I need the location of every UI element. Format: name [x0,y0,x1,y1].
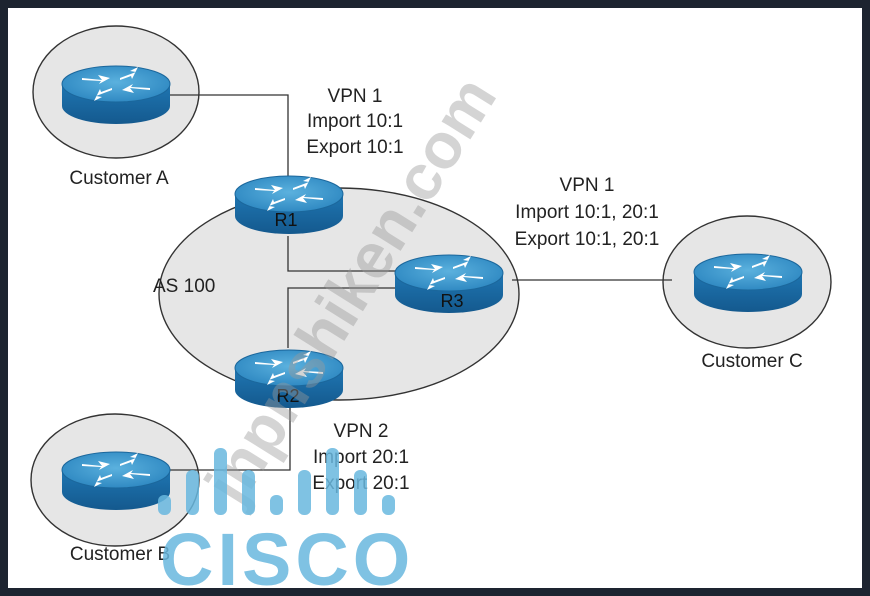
vpn-r2-line-1: VPN 2 [334,421,389,442]
diagram-canvas: R1 R3 R2 Customer A Customer B Customer … [8,8,862,588]
vpn-r3-line-2: Import 10:1, 20:1 [515,202,659,223]
link-customer-a-r1 [168,94,289,178]
link-r1-r3 [287,236,400,272]
as-label: AS 100 [153,276,215,297]
router-r2-label: R2 [276,386,299,406]
router-r3-label: R3 [440,291,463,311]
link-r3-r2 [287,287,400,348]
vpn-block-r3: VPN 1 Import 10:1, 20:1 Export 10:1, 20:… [515,175,660,250]
vpn-r3-line-1: VPN 1 [560,175,615,196]
network-diagram: R1 R3 R2 Customer A Customer B Customer … [30,25,832,588]
router-r1-label: R1 [274,210,297,230]
link-r2-customer-b [170,403,291,471]
customer-b-label: Customer B [70,544,170,565]
customer-c-label: Customer C [701,351,802,372]
customer-a-label: Customer A [69,168,169,189]
vpn-block-r1: VPN 1 Import 10:1 Export 10:1 [306,86,403,158]
cisco-logo-bars [158,448,395,515]
vpn-r3-line-3: Export 10:1, 20:1 [515,229,660,250]
vpn-r1-line-1: VPN 1 [328,86,383,107]
vpn-r1-line-2: Import 10:1 [307,111,403,132]
customer-a-router-icon [61,65,171,125]
vpn-r1-line-3: Export 10:1 [306,137,403,158]
cisco-logo-text: CISCO [160,518,414,588]
customer-c-router-icon [693,253,803,313]
customer-b-router-icon [61,451,171,511]
links [168,94,672,471]
